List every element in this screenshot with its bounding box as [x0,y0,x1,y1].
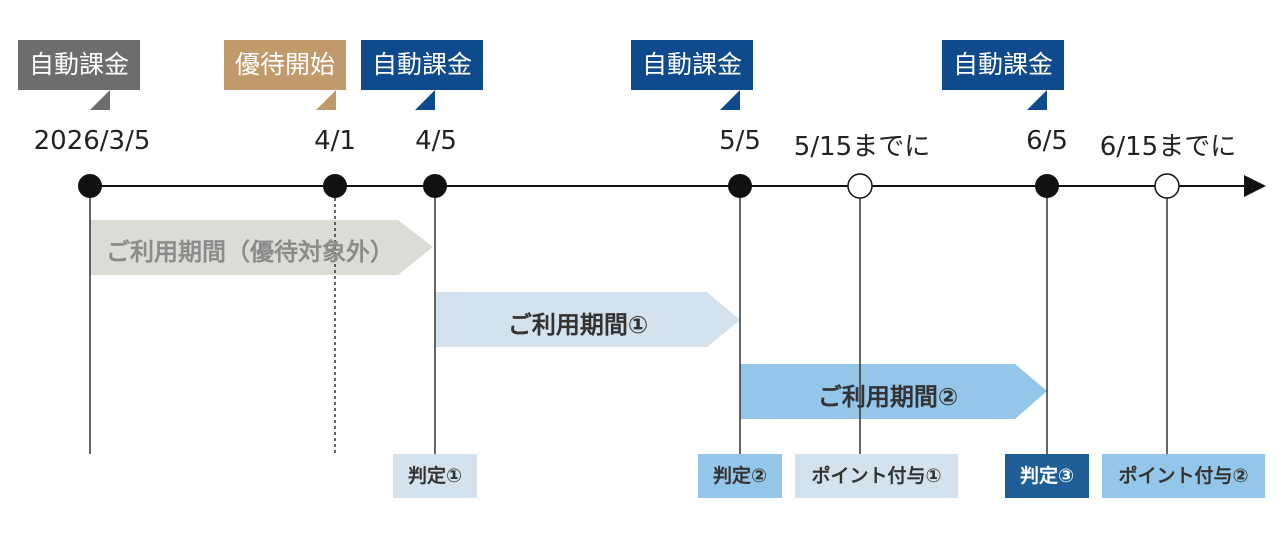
callout-benefit-start: 優待開始 [224,40,346,110]
date-label-4-5: 4/5 [415,126,457,156]
marker-6-5 [1035,174,1059,198]
marker-6-15-open [1154,173,1180,199]
marker-5-15-open [847,173,873,199]
date-label-4-1: 4/1 [314,126,356,156]
callout-label: 優待開始 [234,50,335,79]
marker-4-5 [423,174,447,198]
timeline-arrowhead-icon [1244,175,1266,197]
callout-label: 自動課金 [371,50,472,79]
marker-4-1 [323,174,347,198]
callout-label: 自動課金 [28,50,129,79]
marker-3-5 [78,174,102,198]
callout-tail-icon [1027,90,1047,110]
period-arrow-excluded [90,220,433,275]
callout-tail-icon [415,90,435,110]
marker-5-5 [728,174,752,198]
callout-auto-charge-1: 自動課金 [18,40,140,110]
tag-points-2: ポイント付与② [1102,454,1265,498]
callout-tail-icon [316,90,336,110]
date-label-6-15: 6/15までに [1099,132,1237,162]
callout-tail-icon [90,90,110,110]
date-label-5-5: 5/5 [719,126,761,156]
tag-points-1: ポイント付与① [795,454,958,498]
period-label-1: ご利用期間① [507,311,649,339]
tag-judgment-1: 判定① [393,454,477,498]
period-arrow-2 [740,364,1047,419]
period-arrow-1 [435,292,740,347]
callout-auto-charge-4: 自動課金 [942,40,1064,110]
date-label-6-5: 6/5 [1026,126,1068,156]
callout-auto-charge-2: 自動課金 [361,40,483,110]
date-label-3-5: 2026/3/5 [33,126,151,156]
callout-label: 自動課金 [641,50,742,79]
tag-judgment-2: 判定② [698,454,782,498]
tag-judgment-3: 判定③ [1005,454,1089,498]
period-label-excluded: ご利用期間（優待対象外） [106,238,394,266]
callout-auto-charge-3: 自動課金 [631,40,753,110]
period-label-2: ご利用期間② [817,383,959,411]
callout-label: 自動課金 [952,50,1053,79]
date-label-5-15: 5/15までに [793,132,931,162]
callout-tail-icon [720,90,740,110]
